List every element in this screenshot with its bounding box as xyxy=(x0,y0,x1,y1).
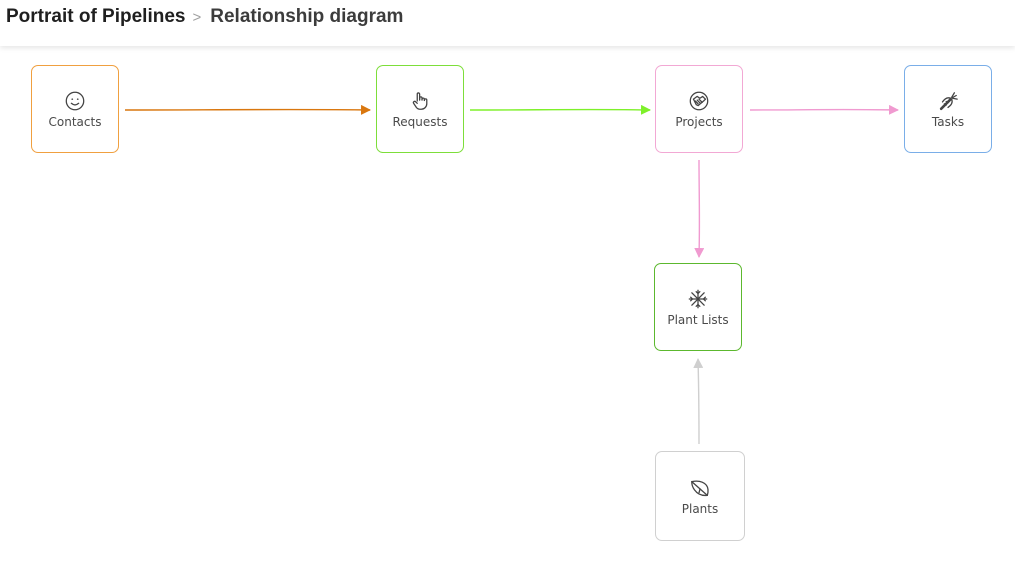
breadcrumb: Portrait of Pipelines > Relationship dia… xyxy=(6,6,403,28)
node-label: Requests xyxy=(392,115,448,129)
edge-plants-to-plant-lists xyxy=(693,358,704,445)
node-label: Plant Lists xyxy=(667,313,729,327)
node-label: Projects xyxy=(675,115,723,129)
carrot-icon xyxy=(936,89,960,113)
node-requests[interactable]: Requests xyxy=(376,65,464,153)
pointing-hand-icon xyxy=(408,89,432,113)
snowflake-icon xyxy=(686,287,710,311)
node-label: Contacts xyxy=(48,115,102,129)
handshake-icon xyxy=(687,89,711,113)
node-tasks[interactable]: Tasks xyxy=(904,65,992,153)
leaf-icon xyxy=(688,476,712,500)
node-label: Plants xyxy=(681,502,719,516)
breadcrumb-separator-icon: > xyxy=(192,8,202,26)
node-label: Tasks xyxy=(931,115,965,129)
node-plant-lists[interactable]: Plant Lists xyxy=(654,263,742,351)
breadcrumb-current-page: Relationship diagram xyxy=(210,6,404,27)
node-contacts[interactable]: Contacts xyxy=(31,65,119,153)
node-projects[interactable]: Projects xyxy=(655,65,743,153)
breadcrumb-root-link[interactable]: Portrait of Pipelines xyxy=(6,6,186,27)
node-plants[interactable]: Plants xyxy=(655,451,745,541)
smiley-icon xyxy=(63,89,87,113)
page-header: Portrait of Pipelines > Relationship dia… xyxy=(0,0,1015,46)
